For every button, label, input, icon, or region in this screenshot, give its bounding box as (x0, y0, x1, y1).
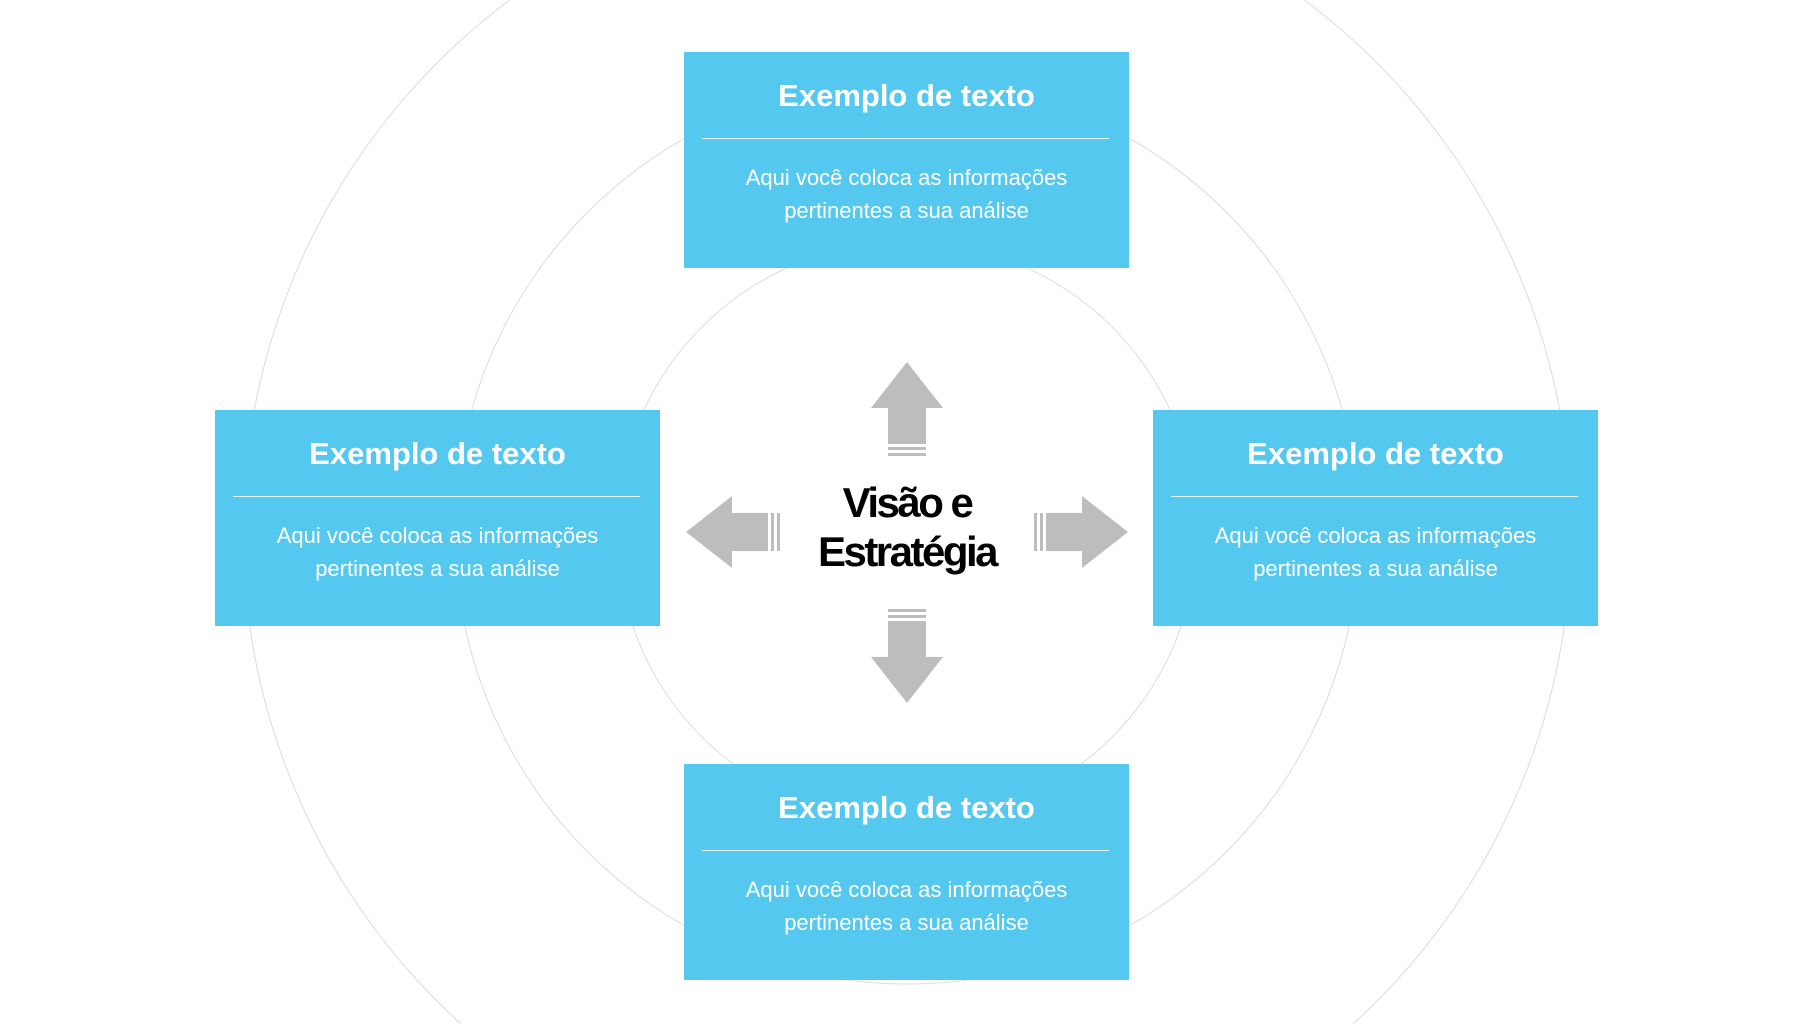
box-description-line: pertinentes a sua análise (784, 198, 1029, 223)
info-box-right: Exemplo de texto Aqui você coloca as inf… (1153, 410, 1598, 626)
info-box-left: Exemplo de texto Aqui você coloca as inf… (215, 410, 660, 626)
arrow-up-icon (871, 362, 943, 456)
box-description-line: Aqui você coloca as informações (745, 877, 1068, 902)
box-title: Exemplo de texto (778, 790, 1035, 825)
arrow-right-icon (1034, 496, 1128, 568)
center-title-line2: Estratégia (817, 528, 999, 575)
arrow-left-icon (686, 496, 780, 568)
info-box-top: Exemplo de texto Aqui você coloca as inf… (684, 52, 1129, 268)
box-description: Aqui você coloca as informações pertinen… (1153, 519, 1598, 585)
info-box-bottom: Exemplo de texto Aqui você coloca as inf… (684, 764, 1129, 980)
box-title: Exemplo de texto (778, 78, 1035, 113)
arrow-down-icon (871, 609, 943, 703)
box-description-line: pertinentes a sua análise (315, 556, 560, 581)
box-description-line: pertinentes a sua análise (784, 910, 1029, 935)
box-description: Aqui você coloca as informações pertinen… (684, 161, 1129, 227)
box-description-line: pertinentes a sua análise (1253, 556, 1498, 581)
center-title-line1: Visão e (842, 479, 974, 526)
box-divider (702, 850, 1109, 851)
box-description: Aqui você coloca as informações pertinen… (684, 873, 1129, 939)
center-title: Visão e Estratégia (767, 478, 1047, 576)
box-description: Aqui você coloca as informações pertinen… (215, 519, 660, 585)
box-description-line: Aqui você coloca as informações (1214, 523, 1537, 548)
box-title: Exemplo de texto (1247, 436, 1504, 471)
box-divider (702, 138, 1109, 139)
box-divider (1171, 496, 1578, 497)
box-divider (233, 496, 640, 497)
box-title: Exemplo de texto (309, 436, 566, 471)
box-description-line: Aqui você coloca as informações (276, 523, 599, 548)
box-description-line: Aqui você coloca as informações (745, 165, 1068, 190)
